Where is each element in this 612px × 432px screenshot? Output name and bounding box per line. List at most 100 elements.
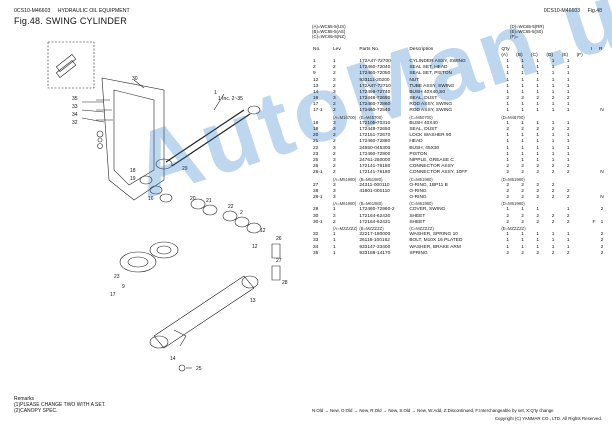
tube-fitting	[173, 329, 187, 347]
row-qty: 1	[566, 58, 570, 64]
row-r-flag: 2	[600, 244, 604, 250]
row-qty: 1	[521, 157, 524, 163]
leader-1	[213, 93, 225, 111]
row-no: 23	[313, 151, 319, 157]
row-description: O-RING	[409, 195, 427, 201]
row-qty: 1	[551, 120, 555, 126]
row-part-number: 172460-72960-2	[359, 207, 395, 213]
callout-35: 35	[72, 96, 78, 102]
row-description: BUSH 40X40	[409, 120, 438, 126]
seal-ring-2	[149, 185, 163, 195]
serial-note-row: (A=M16700)(E=M45700)(C=M50700)(D=M48700)	[312, 114, 606, 120]
row-qty: 2	[536, 182, 540, 188]
row-level: 1	[333, 58, 336, 64]
row-qty: 1	[536, 157, 540, 163]
row-qty: 2	[506, 170, 510, 176]
piston-inner	[127, 256, 149, 268]
model-col-a: (A)	[501, 52, 508, 58]
row-qty: 2	[566, 127, 570, 133]
spring-washer	[97, 143, 103, 149]
model-list-right: (D)=WC65-5(RR) (E)=WC65-5(S0) (F)=	[510, 24, 544, 39]
row-level: 2	[333, 164, 336, 170]
callout-14: 14	[170, 356, 176, 362]
row-qty: 1	[536, 145, 540, 151]
row-level: 3	[333, 157, 336, 163]
row-no: 34	[313, 244, 319, 250]
row-qty: 1	[506, 102, 510, 108]
head-inner	[156, 245, 172, 255]
row-level: 2	[333, 108, 336, 114]
row-qty: 2	[566, 213, 570, 219]
row-no: 19	[313, 127, 319, 133]
row-qty: 2	[551, 250, 555, 256]
row-qty: 1	[506, 151, 510, 157]
row-qty: 1	[506, 244, 510, 250]
sheet-part-bottom	[55, 60, 77, 78]
row-qty: 1	[536, 232, 540, 238]
row-part-number: 172141-76180	[359, 164, 391, 170]
row-level: 2	[333, 77, 336, 83]
row-qty: 1	[551, 139, 555, 145]
row-qty: 1	[566, 151, 570, 157]
row-qty: 1	[536, 238, 540, 244]
row-qty: 2	[521, 219, 524, 225]
inset-frame	[47, 41, 95, 89]
rod-end-eye	[247, 105, 261, 115]
row-qty: 1	[566, 65, 570, 71]
row-level: 2	[333, 83, 336, 89]
row-level: 3	[333, 145, 336, 151]
row-level: 1	[333, 250, 336, 256]
row-qty: 1	[566, 133, 570, 139]
row-qty: 2	[566, 188, 570, 194]
callout-33: 33	[72, 104, 78, 110]
row-qty: 2	[551, 195, 555, 201]
row-qty: 1	[566, 139, 570, 145]
serial-note: (D=M48700)	[501, 114, 525, 120]
row-r-flag: N	[600, 170, 604, 176]
row-qty: 2	[551, 188, 555, 194]
row-description: BOLT, M10X 16 PLATED	[409, 238, 463, 244]
row-description: SHEET	[409, 213, 426, 219]
row-qty: 1	[566, 83, 570, 89]
callout-21: 21	[206, 198, 212, 204]
row-qty: 2	[506, 96, 510, 102]
leader-34	[81, 117, 105, 123]
row-qty: 1	[551, 71, 555, 77]
row-qty: 1	[551, 244, 555, 250]
row-description: WASHER, BRAKE ARM	[409, 244, 461, 250]
seal-ring-8	[246, 222, 262, 234]
row-r-flag: 2	[600, 232, 604, 238]
callout-2: 2	[240, 210, 243, 216]
row-qty: 1	[536, 133, 540, 139]
row-description: SHEET	[409, 219, 426, 225]
callout-29: 29	[182, 166, 188, 172]
row-qty: 1	[521, 207, 524, 213]
row-part-number: 172456-72740	[359, 89, 391, 95]
callout-20: 20	[190, 196, 196, 202]
row-qty: 2	[536, 170, 540, 176]
row-no: 32	[313, 232, 319, 238]
cylinder-rod-line	[165, 109, 245, 163]
row-level: 3	[333, 127, 336, 133]
row-i-flag	[590, 250, 598, 256]
row-level: 2	[333, 133, 336, 139]
row-part-number: 172460-72880	[359, 139, 391, 145]
row-no: 21	[313, 139, 319, 145]
row-qty: 1	[536, 58, 540, 64]
row-no: 22	[313, 145, 319, 151]
row-description: SPRING	[409, 250, 428, 256]
serial-note: (C=M61980)	[409, 201, 433, 207]
table-model-row: (A) (B) (C) (D) (E) (F)	[312, 52, 606, 58]
sheet-part-top	[55, 54, 77, 72]
row-qty: 1	[521, 83, 524, 89]
col-parts-no: Parts No.	[359, 46, 380, 52]
row-qty: 1	[551, 89, 555, 95]
doc-number: 0CS10-M46603	[14, 8, 51, 14]
row-no: 12	[313, 77, 319, 83]
seal-ring-6	[222, 210, 238, 222]
